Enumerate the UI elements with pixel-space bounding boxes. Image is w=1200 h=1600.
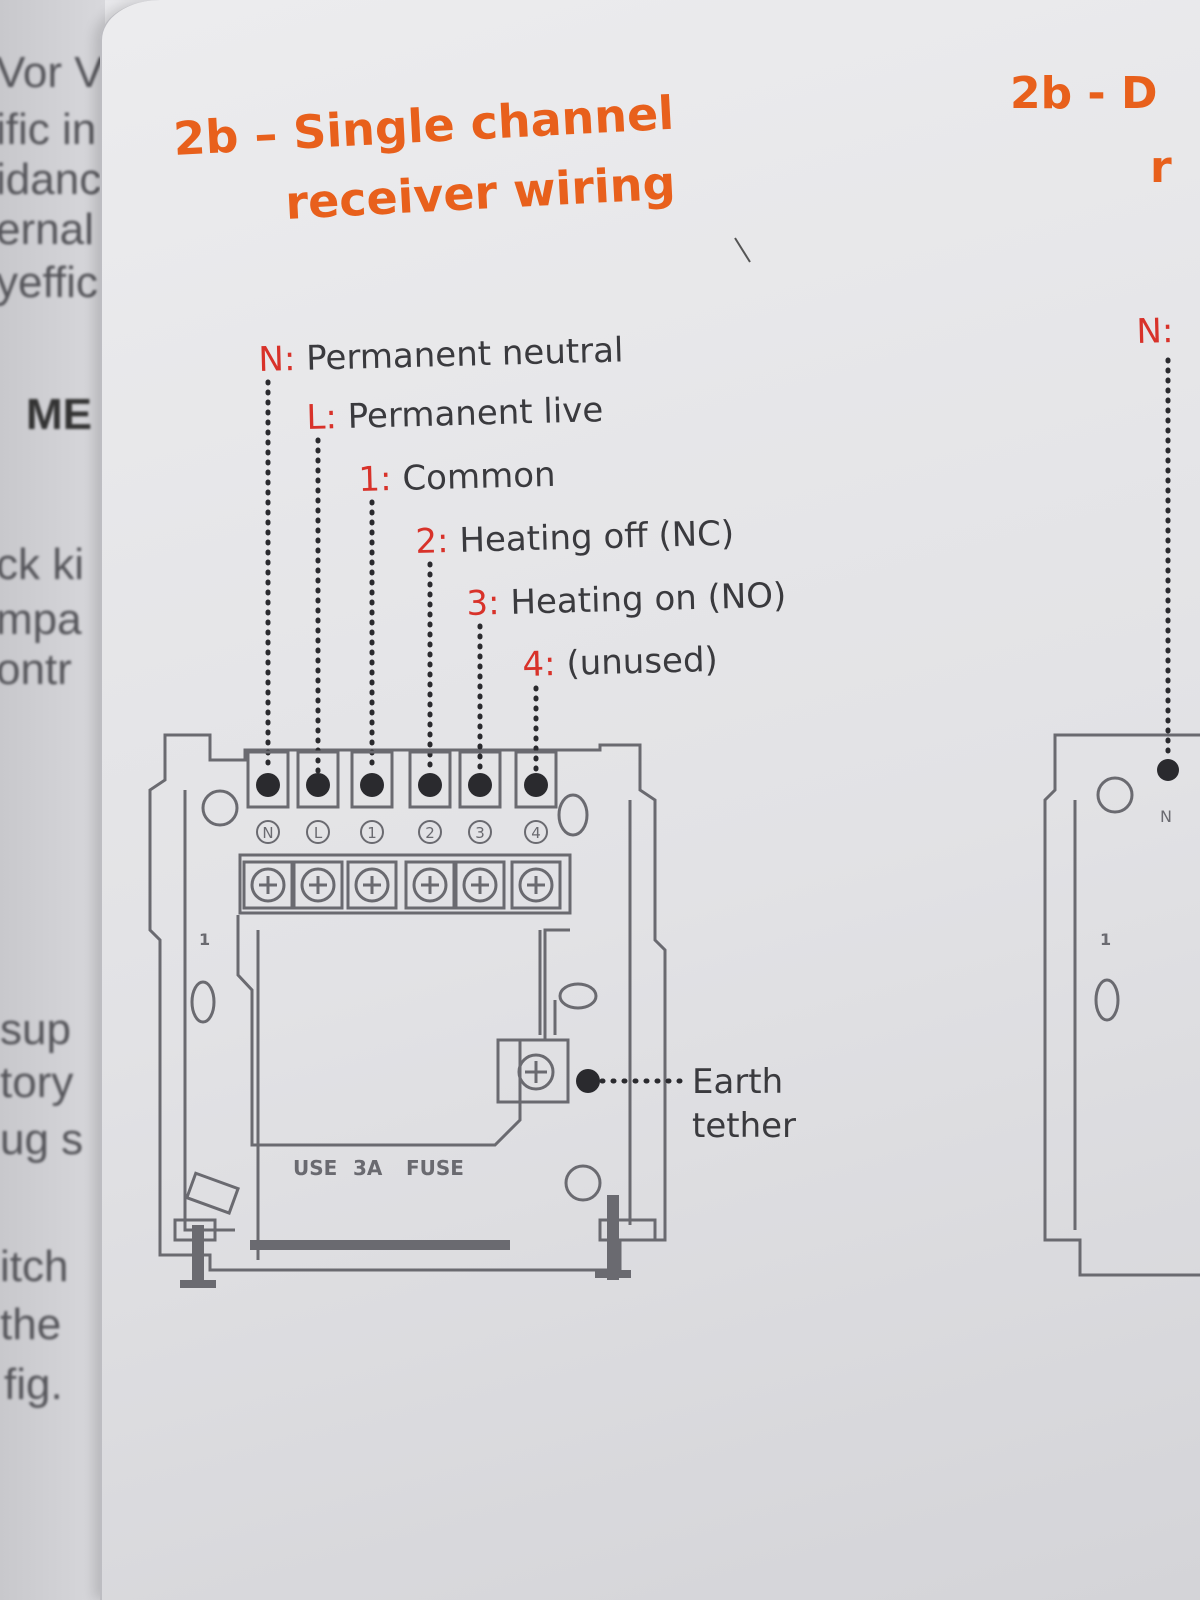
terminal-screw-housing xyxy=(346,860,398,910)
terminal-mark-l: L xyxy=(314,824,323,842)
terminal-mark-circle xyxy=(418,820,442,844)
left-text-fragment: the xyxy=(0,1300,62,1349)
terminal-mark-2: 2 xyxy=(425,824,435,842)
terminal-screw-housing xyxy=(292,860,344,910)
screw-cross-icon xyxy=(309,876,327,894)
left-text-fragment: tory xyxy=(0,1058,74,1107)
terminal-screw-icon xyxy=(300,867,336,903)
slot xyxy=(184,1171,240,1216)
previous-page-edge: Vor Vo ific in idanc ernal yeffic ME ck … xyxy=(0,0,105,1600)
left-text-fragment: yeffic xyxy=(0,258,98,307)
next-switch-on-mark: 1 xyxy=(1100,930,1111,949)
terminal-mark-4: 4 xyxy=(531,824,541,842)
slot xyxy=(558,982,598,1010)
base-strip xyxy=(250,1240,510,1250)
switch-off-mark-shape xyxy=(190,980,216,1024)
terminal-slot xyxy=(458,750,502,809)
next-diagram-fragment xyxy=(1043,733,1200,1277)
terminal-slot xyxy=(514,750,558,809)
screw-cross-icon xyxy=(259,876,277,894)
terminal-mark-1: 1 xyxy=(367,824,377,842)
terminal-mark-3: 3 xyxy=(475,824,485,842)
left-text-fragment: ific in xyxy=(0,105,97,154)
terminal-screw-icon xyxy=(354,867,390,903)
terminal-mark-circle xyxy=(306,820,330,844)
screw-cross-icon xyxy=(363,876,381,894)
terminal-wire-dot xyxy=(468,773,492,797)
left-text-fragment: ME xyxy=(26,390,92,439)
fuse-text-rating: 3A xyxy=(353,1156,383,1180)
next-terminal-label-n: N: xyxy=(1136,311,1174,352)
fuse-text-fuse: FUSE xyxy=(406,1156,464,1180)
earth-tether-dot xyxy=(576,1069,600,1093)
terminal-screw-housing xyxy=(510,860,562,910)
terminal-wire-dot xyxy=(306,773,330,797)
next-terminal-mark: N xyxy=(1160,807,1172,826)
left-text-fragment: mpa xyxy=(0,595,82,644)
backplate-outline xyxy=(148,733,667,1272)
terminal-wire-dot xyxy=(418,773,442,797)
terminal-screw-icon xyxy=(462,867,498,903)
terminal-mark-circle xyxy=(468,820,492,844)
left-text-fragment: ug s xyxy=(0,1115,84,1164)
fuse-text-use: USE xyxy=(293,1156,337,1180)
terminal-mark-circle xyxy=(524,820,548,844)
left-text-fragment: idanc xyxy=(0,155,102,204)
terminal-screw-housing xyxy=(404,860,456,910)
slot xyxy=(557,793,589,837)
terminal-slot xyxy=(246,750,290,809)
screw-cross-icon xyxy=(471,876,489,894)
mount-screw-icon xyxy=(564,1164,602,1202)
screw-cross-icon xyxy=(527,876,545,894)
terminal-screw-icon xyxy=(412,867,448,903)
terminal-screw-icon xyxy=(518,867,554,903)
backplate-rail xyxy=(183,790,632,1232)
earth-screw-icon xyxy=(517,1053,555,1091)
terminal-mark-n: N xyxy=(262,824,273,842)
terminal-wire-dot xyxy=(256,773,280,797)
terminal-mark-circle xyxy=(360,820,384,844)
earth-terminal-block xyxy=(496,1038,570,1104)
left-text-fragment: Vor Vo xyxy=(0,48,105,97)
terminal-wire-dot xyxy=(360,773,384,797)
manual-page xyxy=(100,0,1200,1600)
earth-label-line2: tether xyxy=(692,1106,796,1146)
switch-on-mark: 1 xyxy=(199,930,210,949)
terminal-screw-housing xyxy=(454,860,506,910)
left-text-fragment: ck ki xyxy=(0,540,84,589)
terminal-screw-icon xyxy=(250,867,286,903)
left-text-fragment: ernal xyxy=(0,205,94,254)
terminal-screw-housing xyxy=(242,860,294,910)
terminal-slot xyxy=(350,750,394,809)
next-section-title-fragment: 2b - D xyxy=(1010,68,1158,119)
left-text-fragment: sup xyxy=(0,1005,71,1054)
terminal-slot xyxy=(296,750,340,809)
left-text-fragment: fig. xyxy=(4,1360,63,1409)
terminal-slot xyxy=(408,750,452,809)
screw-cross-icon xyxy=(421,876,439,894)
next-section-title-line2-fragment: r xyxy=(1150,142,1172,193)
mount-screw-icon xyxy=(201,789,239,827)
earth-label-line1: Earth xyxy=(692,1062,783,1102)
fuse-cavity xyxy=(236,915,570,1147)
left-text-fragment: ontr xyxy=(0,645,72,694)
left-text-fragment: itch xyxy=(0,1242,69,1291)
terminal-mark-circle xyxy=(256,820,280,844)
terminal-wire-dot xyxy=(524,773,548,797)
terminal-block xyxy=(238,853,572,915)
